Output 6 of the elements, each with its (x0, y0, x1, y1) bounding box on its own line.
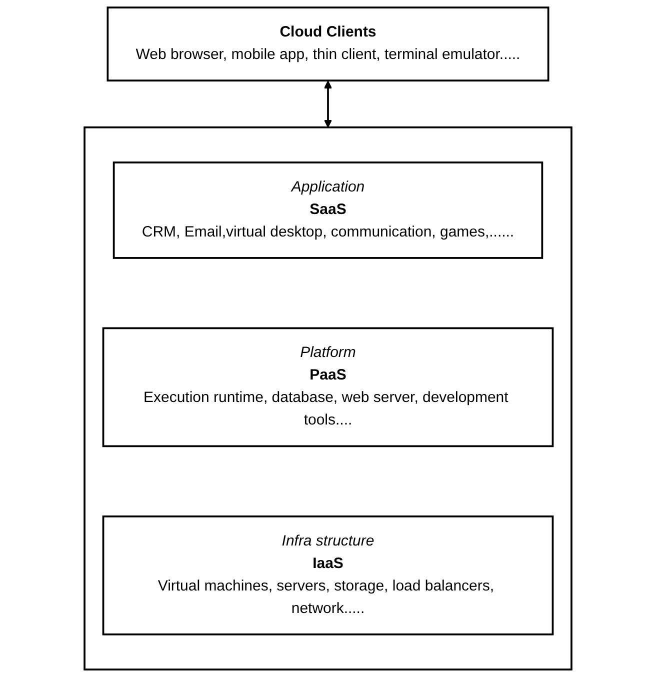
node-box: Infra structure IaaS Virtual machines, servers, storage, load balancers, network..... (102, 515, 554, 636)
node-box: Cloud Clients Web browser, mobile app, thin client, terminal emulator..... (106, 6, 550, 82)
cluster (84, 126, 572, 670)
node-box: Platform PaaS Execution runtime, database, web server, development tools.... (102, 327, 554, 448)
arrow (324, 80, 332, 128)
node-box: Application SaaS CRM, Email,virtual desktop, communication, games,...... (112, 162, 544, 259)
